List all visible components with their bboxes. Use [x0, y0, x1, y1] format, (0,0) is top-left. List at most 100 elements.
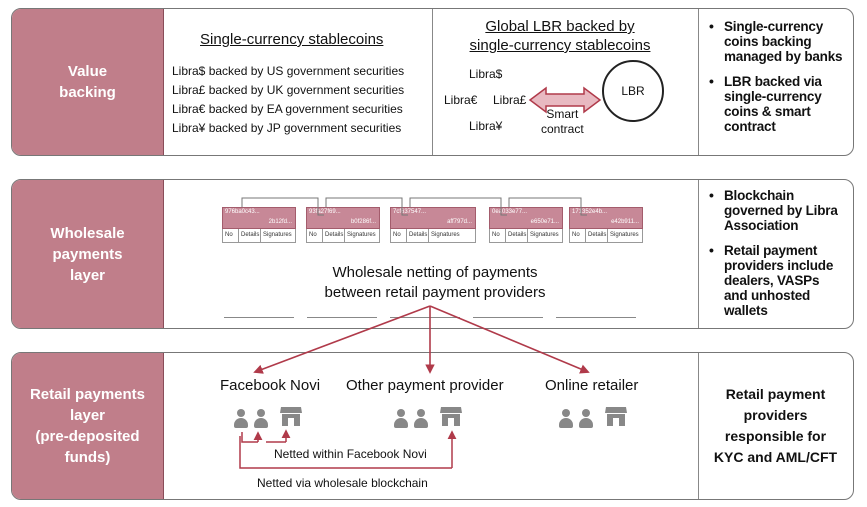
wholesale-label: Wholesale payments layer	[12, 180, 164, 328]
ledger-line	[390, 317, 460, 318]
block-field-details: Details	[506, 229, 528, 242]
block-field-no: No	[570, 229, 586, 242]
provider-online-retailer: Online retailer	[545, 377, 639, 394]
person-icon	[234, 409, 248, 429]
stablecoin-line: Libra£ backed by UK government securitie…	[172, 83, 405, 97]
lbr-label: LBR	[621, 84, 645, 98]
block-field-details: Details	[586, 229, 608, 242]
block-header: 0ea033e77...e650e71...	[489, 207, 563, 229]
person-icon	[559, 409, 573, 429]
arrow-icon	[253, 305, 590, 374]
stablecoin-line: Libra¥ backed by JP government securitie…	[172, 121, 402, 135]
block-field-signatures: Signatures	[610, 232, 639, 238]
block-field-no: No	[223, 229, 239, 242]
retail-row: Retail payments layer (pre-deposited fun…	[11, 352, 854, 500]
ledger-line	[224, 317, 294, 318]
person-icon	[394, 409, 408, 429]
double-arrow-icon	[528, 86, 602, 114]
retail-note: Retail payment providers responsible for…	[713, 386, 838, 465]
ledger-line	[556, 317, 636, 318]
coin-jpy: Libra¥	[469, 119, 503, 133]
value-backing-row: Value backing Single-currency coins back…	[11, 8, 854, 156]
coin-eur: Libra€	[444, 93, 478, 107]
value-backing-label: Value backing	[12, 9, 164, 155]
block-hash: e650e71...	[530, 219, 559, 225]
block-prev-hash: 7cf637547...	[393, 209, 427, 215]
block-field-details: Details	[323, 229, 345, 242]
stablecoin-line: Libra€ backed by EA government securitie…	[172, 102, 403, 116]
coin-gbp: Libra£	[493, 93, 527, 107]
block-field-details: Details	[407, 229, 429, 242]
ledger-line	[307, 317, 377, 318]
person-icon	[414, 409, 428, 429]
note-item: Single-currency coins backing managed by…	[709, 19, 845, 64]
block-field-signatures: Signatures	[347, 232, 376, 238]
netting-text: Wholesale netting of payments between re…	[324, 264, 546, 301]
block-prev-hash: 0ea033e77...	[492, 209, 528, 215]
person-icon	[579, 409, 593, 429]
block-hash: 2b12fd...	[268, 219, 292, 225]
block-link	[241, 197, 324, 216]
arrow-icon	[239, 430, 457, 469]
block-link	[325, 197, 408, 216]
netted-via-label: Netted via wholesale blockchain	[257, 476, 428, 490]
block-prev-hash: 976ba0c43...	[225, 209, 260, 215]
row-divider	[432, 9, 433, 155]
block-field-signatures: Signatures	[263, 232, 292, 238]
block-field-no: No	[307, 229, 323, 242]
stablecoin-line: Libra$ backed by US government securitie…	[172, 64, 405, 78]
block-link	[409, 197, 507, 216]
block-link	[508, 197, 587, 216]
note-item: Retail payment providers include dealers…	[709, 243, 845, 318]
wholesale-notes: Blockchain governed by Libra Association…	[698, 180, 853, 328]
provider-facebook-novi: Facebook Novi	[220, 377, 321, 394]
block-field-signatures: Signatures	[431, 232, 460, 238]
block-field-no: No	[391, 229, 407, 242]
row-divider	[698, 9, 699, 155]
block-hash: b0f286f...	[350, 219, 376, 225]
block-header: 93fa27f69... b0f286f...	[306, 207, 380, 229]
smart-contract-label: Smart contract	[541, 107, 584, 136]
block-prev-hash: 93fa27f69...	[309, 209, 341, 215]
store-icon	[280, 407, 302, 426]
ledger-line	[473, 317, 543, 318]
block-hash: e42b911...	[611, 219, 639, 225]
provider-other: Other payment provider	[346, 377, 504, 394]
block-field-no: No	[490, 229, 506, 242]
coin-usd: Libra$	[469, 67, 503, 81]
row-divider	[698, 353, 699, 499]
person-icon	[254, 409, 268, 429]
block-header: 7cf637547... aff797d...	[390, 207, 476, 229]
note-item: LBR backed via single-currency coins & s…	[709, 74, 845, 134]
lbr-title: Global LBR backed by single-currency sta…	[469, 18, 651, 54]
arrow-icon	[241, 429, 291, 443]
block-field-signatures: Signatures	[530, 232, 559, 238]
block-prev-hash: 171352e4b...	[572, 209, 608, 215]
retail-label: Retail payments layer (pre-deposited fun…	[12, 353, 164, 499]
row-divider	[698, 180, 699, 328]
block-header: 171352e4b...e42b911...	[569, 207, 643, 229]
note-item: Blockchain governed by Libra Association	[709, 188, 845, 233]
store-icon	[440, 407, 462, 426]
value-backing-notes: Single-currency coins backing managed by…	[698, 9, 853, 155]
block-hash: aff797d...	[447, 219, 472, 225]
netted-within-label: Netted within Facebook Novi	[274, 447, 427, 461]
block-field-details: Details	[239, 229, 261, 242]
lbr-circle: LBR	[602, 60, 664, 122]
block-header: 976ba0c43... 2b12fd...	[222, 207, 296, 229]
store-icon	[605, 407, 627, 426]
stablecoins-title: Single-currency stablecoins	[200, 31, 384, 48]
retail-note-col: Retail payment providers responsible for…	[698, 353, 853, 499]
